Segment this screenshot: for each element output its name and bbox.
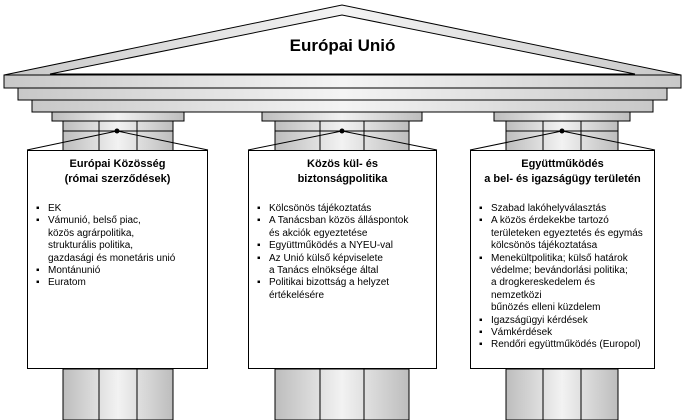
frieze <box>31 99 654 113</box>
pillar-1-list: EK Vámunió, belső piac, közös agrárpolit… <box>34 203 201 290</box>
list-item: A Tanácsban közös álláspontok és akciók … <box>257 215 430 240</box>
list-item: Szabad lakóhelyválasztás <box>479 203 648 216</box>
list-item: Vámkérdések <box>479 327 648 340</box>
list-item: Montánunió <box>36 265 201 278</box>
roof-inner-triangle <box>49 14 636 75</box>
pillar-3-column <box>469 111 656 420</box>
list-item: Rendőri együttműködés (Europol) <box>479 339 648 352</box>
pillar-2-panel: Közös kül- és biztonságpolitika Kölcsönö… <box>248 150 437 369</box>
architrave <box>17 87 668 101</box>
list-item: EK <box>36 203 201 216</box>
pillar-2-list: Kölcsönös tájékoztatás A Tanácsban közös… <box>255 203 430 302</box>
diagram-title: Európai Unió <box>289 36 396 55</box>
pillar-3-panel: Együttműködés a bel- és igazságügy terül… <box>470 150 655 369</box>
list-item: Kölcsönös tájékoztatás <box>257 203 430 216</box>
pillar-2-column <box>247 111 438 420</box>
pillar-1-heading: Európai Közösség (római szerződések) <box>64 158 171 185</box>
list-item: A közös érdekekbe tartozó területeken eg… <box>479 215 648 252</box>
list-item: Együttműködés a NYEU-val <box>257 240 430 253</box>
pillar-3-heading: Együttműködés a bel- és igazságügy terül… <box>484 158 641 185</box>
list-item: Euratom <box>36 277 201 290</box>
pillar-1-panel: Európai Közösség (római szerződések) EK … <box>27 150 208 369</box>
entablature <box>3 74 682 89</box>
pillar-3-list: Szabad lakóhelyválasztás A közös érdekek… <box>477 203 648 352</box>
list-item: Vámunió, belső piac, közös agrárpolitika… <box>36 215 201 265</box>
list-item: Igazságügyi kérdések <box>479 315 648 328</box>
list-item: Az Unió külső képviselete a Tanács elnök… <box>257 253 430 278</box>
list-item: Politikai bizottság a helyzet értékelésé… <box>257 277 430 302</box>
pillar-1-column <box>26 111 209 420</box>
list-item: Menekültpolitika; külső határok védelme;… <box>479 253 648 315</box>
pillar-2-heading: Közös kül- és biztonságpolitika <box>297 158 388 185</box>
